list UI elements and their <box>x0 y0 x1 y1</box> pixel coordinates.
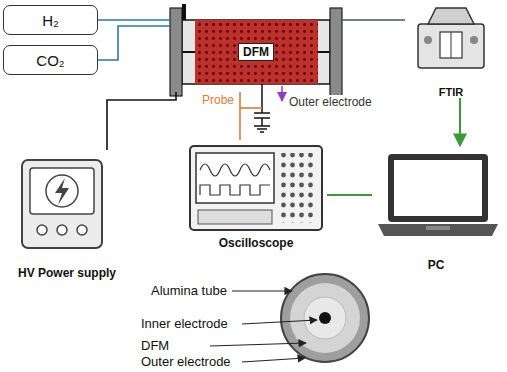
reactor-drawing <box>182 4 186 20</box>
oscilloscope-icon <box>200 185 270 195</box>
leader-arrow <box>210 343 306 346</box>
hv-supply-icon <box>46 175 78 207</box>
connector <box>98 19 170 21</box>
node-label: PC <box>427 258 446 272</box>
ftir-icon <box>470 36 478 44</box>
node-label: DFM <box>238 43 274 61</box>
laptop-icon <box>378 224 498 236</box>
reactor-drawing <box>318 51 330 53</box>
hv-supply-icon <box>37 225 47 235</box>
instrument-icon: HV Power supply <box>8 150 126 280</box>
leader-arrow <box>242 358 305 362</box>
ftir-icon <box>418 24 484 68</box>
node-label: H₂ <box>41 12 60 29</box>
capacitor-symbol <box>261 118 263 126</box>
node-label: FTIR <box>438 86 464 98</box>
oscilloscope-icon <box>280 153 316 223</box>
gas-source-box: CO₂ <box>3 45 98 75</box>
capacitor-symbol <box>257 128 267 130</box>
reactor-drawing <box>195 20 318 84</box>
connector <box>239 92 241 140</box>
reactor-drawing <box>170 4 342 96</box>
hv-supply-icon <box>30 168 94 214</box>
ftir-icon <box>424 36 432 44</box>
cross-section <box>304 297 346 339</box>
ftir-icon <box>451 32 452 58</box>
laptop-icon <box>378 154 498 236</box>
ftir-icon <box>440 32 462 58</box>
oscilloscope-icon <box>190 146 322 230</box>
leader-arrow <box>232 290 292 291</box>
connector-label: Probe <box>201 93 235 107</box>
oscilloscope-icon <box>198 210 272 224</box>
laptop-icon <box>426 226 450 230</box>
hv-supply-icon <box>55 178 69 205</box>
hv-supply-icon <box>22 160 102 248</box>
oscilloscope-icon <box>196 153 274 203</box>
reactor-drawing <box>182 20 330 84</box>
ftir-icon <box>418 8 484 68</box>
reactor-drawing <box>330 8 342 96</box>
cross-section <box>290 283 360 353</box>
instrument-icon: Oscilloscope <box>185 140 327 250</box>
node-label: Oscilloscope <box>218 236 295 250</box>
ftir-icon <box>428 8 474 24</box>
reactor-drawing <box>182 51 195 53</box>
callout-label: Outer electrode <box>140 354 232 369</box>
callout-label: DFM <box>140 338 170 353</box>
node-label: HV Power supply <box>17 266 117 280</box>
cross-section <box>319 312 331 324</box>
laptop-icon <box>388 154 488 222</box>
oscilloscope-icon <box>200 164 270 176</box>
connector <box>98 26 170 60</box>
hv-supply-icon <box>22 160 102 248</box>
part-label: Outer electrode <box>288 95 373 109</box>
hv-supply-icon <box>57 225 67 235</box>
probe-wire <box>240 107 262 109</box>
gas-source-box: H₂ <box>3 5 98 35</box>
connector <box>107 92 176 150</box>
capacitor-symbol <box>254 125 270 127</box>
oscilloscope-icon <box>190 146 322 230</box>
callout-label: Alumina tube <box>150 283 228 298</box>
cross-section <box>281 274 369 362</box>
hv-supply-icon <box>77 225 87 235</box>
cross-section <box>281 274 369 362</box>
node-label: CO₂ <box>35 52 65 69</box>
computer-icon: PC <box>372 146 500 272</box>
connector <box>342 19 405 21</box>
connector <box>459 98 461 146</box>
callout-label: Inner electrode <box>140 316 229 331</box>
reactor-drawing <box>170 8 182 96</box>
reactor: DFM <box>170 12 342 92</box>
capacitor-symbol <box>260 131 264 133</box>
leader-arrow <box>281 86 283 101</box>
capacitor-symbol <box>254 112 270 114</box>
instrument-icon: FTIR <box>405 4 497 98</box>
connector <box>327 194 372 196</box>
laptop-icon <box>394 160 482 216</box>
leader-arrow <box>242 320 317 324</box>
